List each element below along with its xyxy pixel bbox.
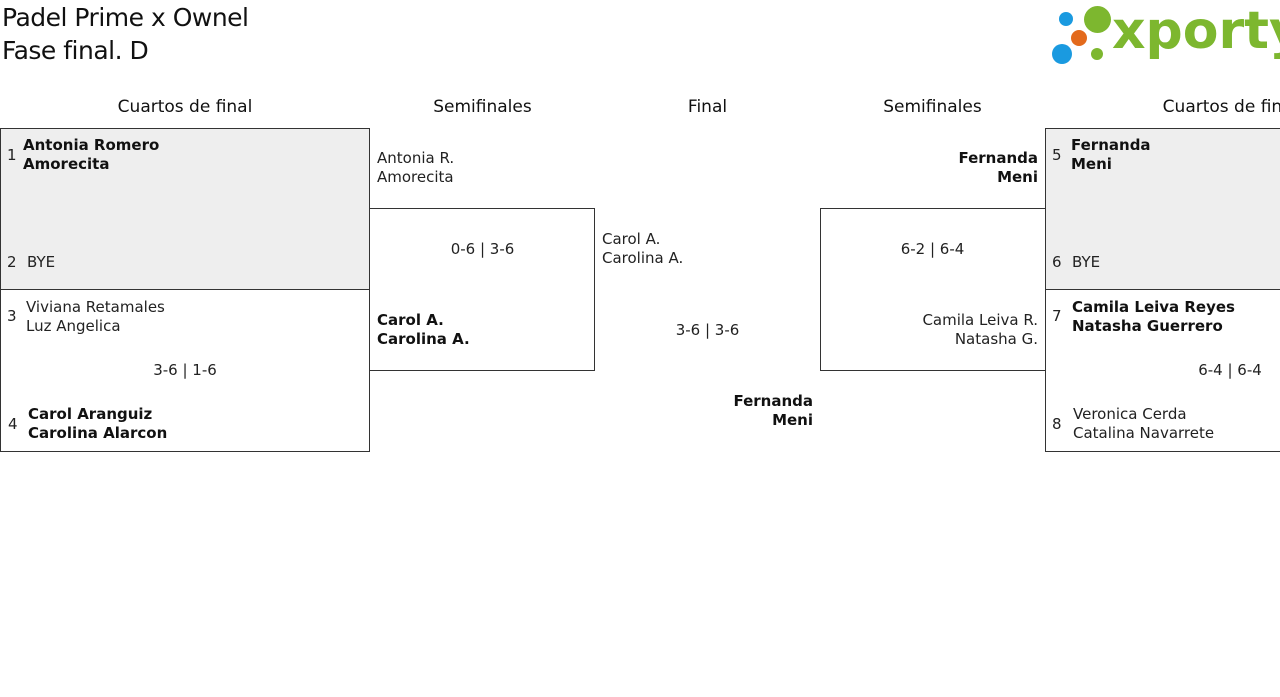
player-name: Carol A.: [377, 311, 444, 329]
logo-dot-blue-large: [1052, 44, 1072, 64]
player-name: Catalina Navarrete: [1073, 424, 1215, 442]
match-score: 6-2 | 6-4: [900, 240, 965, 258]
player-name: Carol A.: [602, 230, 661, 248]
player-name: Carolina A.: [602, 249, 684, 267]
tournament-title: Padel Prime x Ownel: [2, 3, 249, 32]
match-qf-1: [0, 128, 370, 290]
match-score: 0-6 | 3-6: [450, 240, 515, 258]
seed-number: 7: [1052, 307, 1062, 325]
seed-number: 4: [8, 415, 18, 433]
player-name: Meni: [1071, 155, 1112, 173]
seed-number: 1: [7, 146, 17, 164]
player-name: Veronica Cerda: [1073, 405, 1187, 423]
logo-dot-blue: [1059, 12, 1073, 26]
player-name: BYE: [1072, 253, 1101, 271]
player-name: Fernanda: [958, 149, 1038, 167]
player-name: Natasha Guerrero: [1072, 317, 1223, 335]
logo-dot-orange: [1071, 30, 1087, 46]
player-name: Camila Leiva Reyes: [1072, 298, 1235, 316]
player-name: Luz Angelica: [26, 317, 121, 335]
round-header-left-semifinals: Semifinales: [433, 97, 532, 117]
player-name: Viviana Retamales: [26, 298, 165, 316]
xporty-logo: xporty: [1050, 1, 1280, 66]
final-score: 3-6 | 3-6: [675, 321, 740, 339]
round-header-right-semifinals: Semifinales: [883, 97, 982, 117]
player-name: Meni: [997, 168, 1038, 186]
phase-title: Fase final. D: [2, 36, 149, 65]
seed-number: 2: [7, 253, 17, 271]
player-name: Camila Leiva R.: [922, 311, 1038, 329]
round-header-left-quarterfinals: Cuartos de final: [117, 97, 253, 117]
seed-number: 3: [7, 307, 17, 325]
match-score: 6-4 | 6-4: [1198, 361, 1262, 379]
player-name: Fernanda: [1071, 136, 1151, 154]
round-header-right-quarterfinals: Cuartos de final: [1162, 97, 1280, 117]
player-name: Carolina A.: [377, 330, 470, 348]
logo-wordmark: xporty: [1112, 1, 1280, 61]
match-score: 3-6 | 1-6: [153, 361, 217, 379]
match-sf-left: [369, 208, 595, 371]
seed-number: 6: [1052, 253, 1062, 271]
player-name: Carol Aranguiz: [28, 405, 153, 423]
match-sf-right: [820, 208, 1046, 371]
player-name: Carolina Alarcon: [28, 424, 168, 442]
player-name: Amorecita: [377, 168, 454, 186]
champion-name: Fernanda: [733, 392, 813, 410]
round-header-final: Final: [687, 97, 728, 117]
seed-number: 8: [1052, 415, 1062, 433]
logo-dot-green: [1084, 6, 1111, 33]
seed-number: 5: [1052, 146, 1062, 164]
champion-name: Meni: [772, 411, 813, 429]
player-name: BYE: [27, 253, 56, 271]
match-qf-4: [1045, 289, 1280, 452]
player-name: Antonia R.: [377, 149, 455, 167]
player-name: Natasha G.: [954, 330, 1038, 348]
logo-dot-green-small: [1091, 48, 1103, 60]
player-name: Amorecita: [23, 155, 110, 173]
player-name: Antonia Romero: [23, 136, 160, 154]
